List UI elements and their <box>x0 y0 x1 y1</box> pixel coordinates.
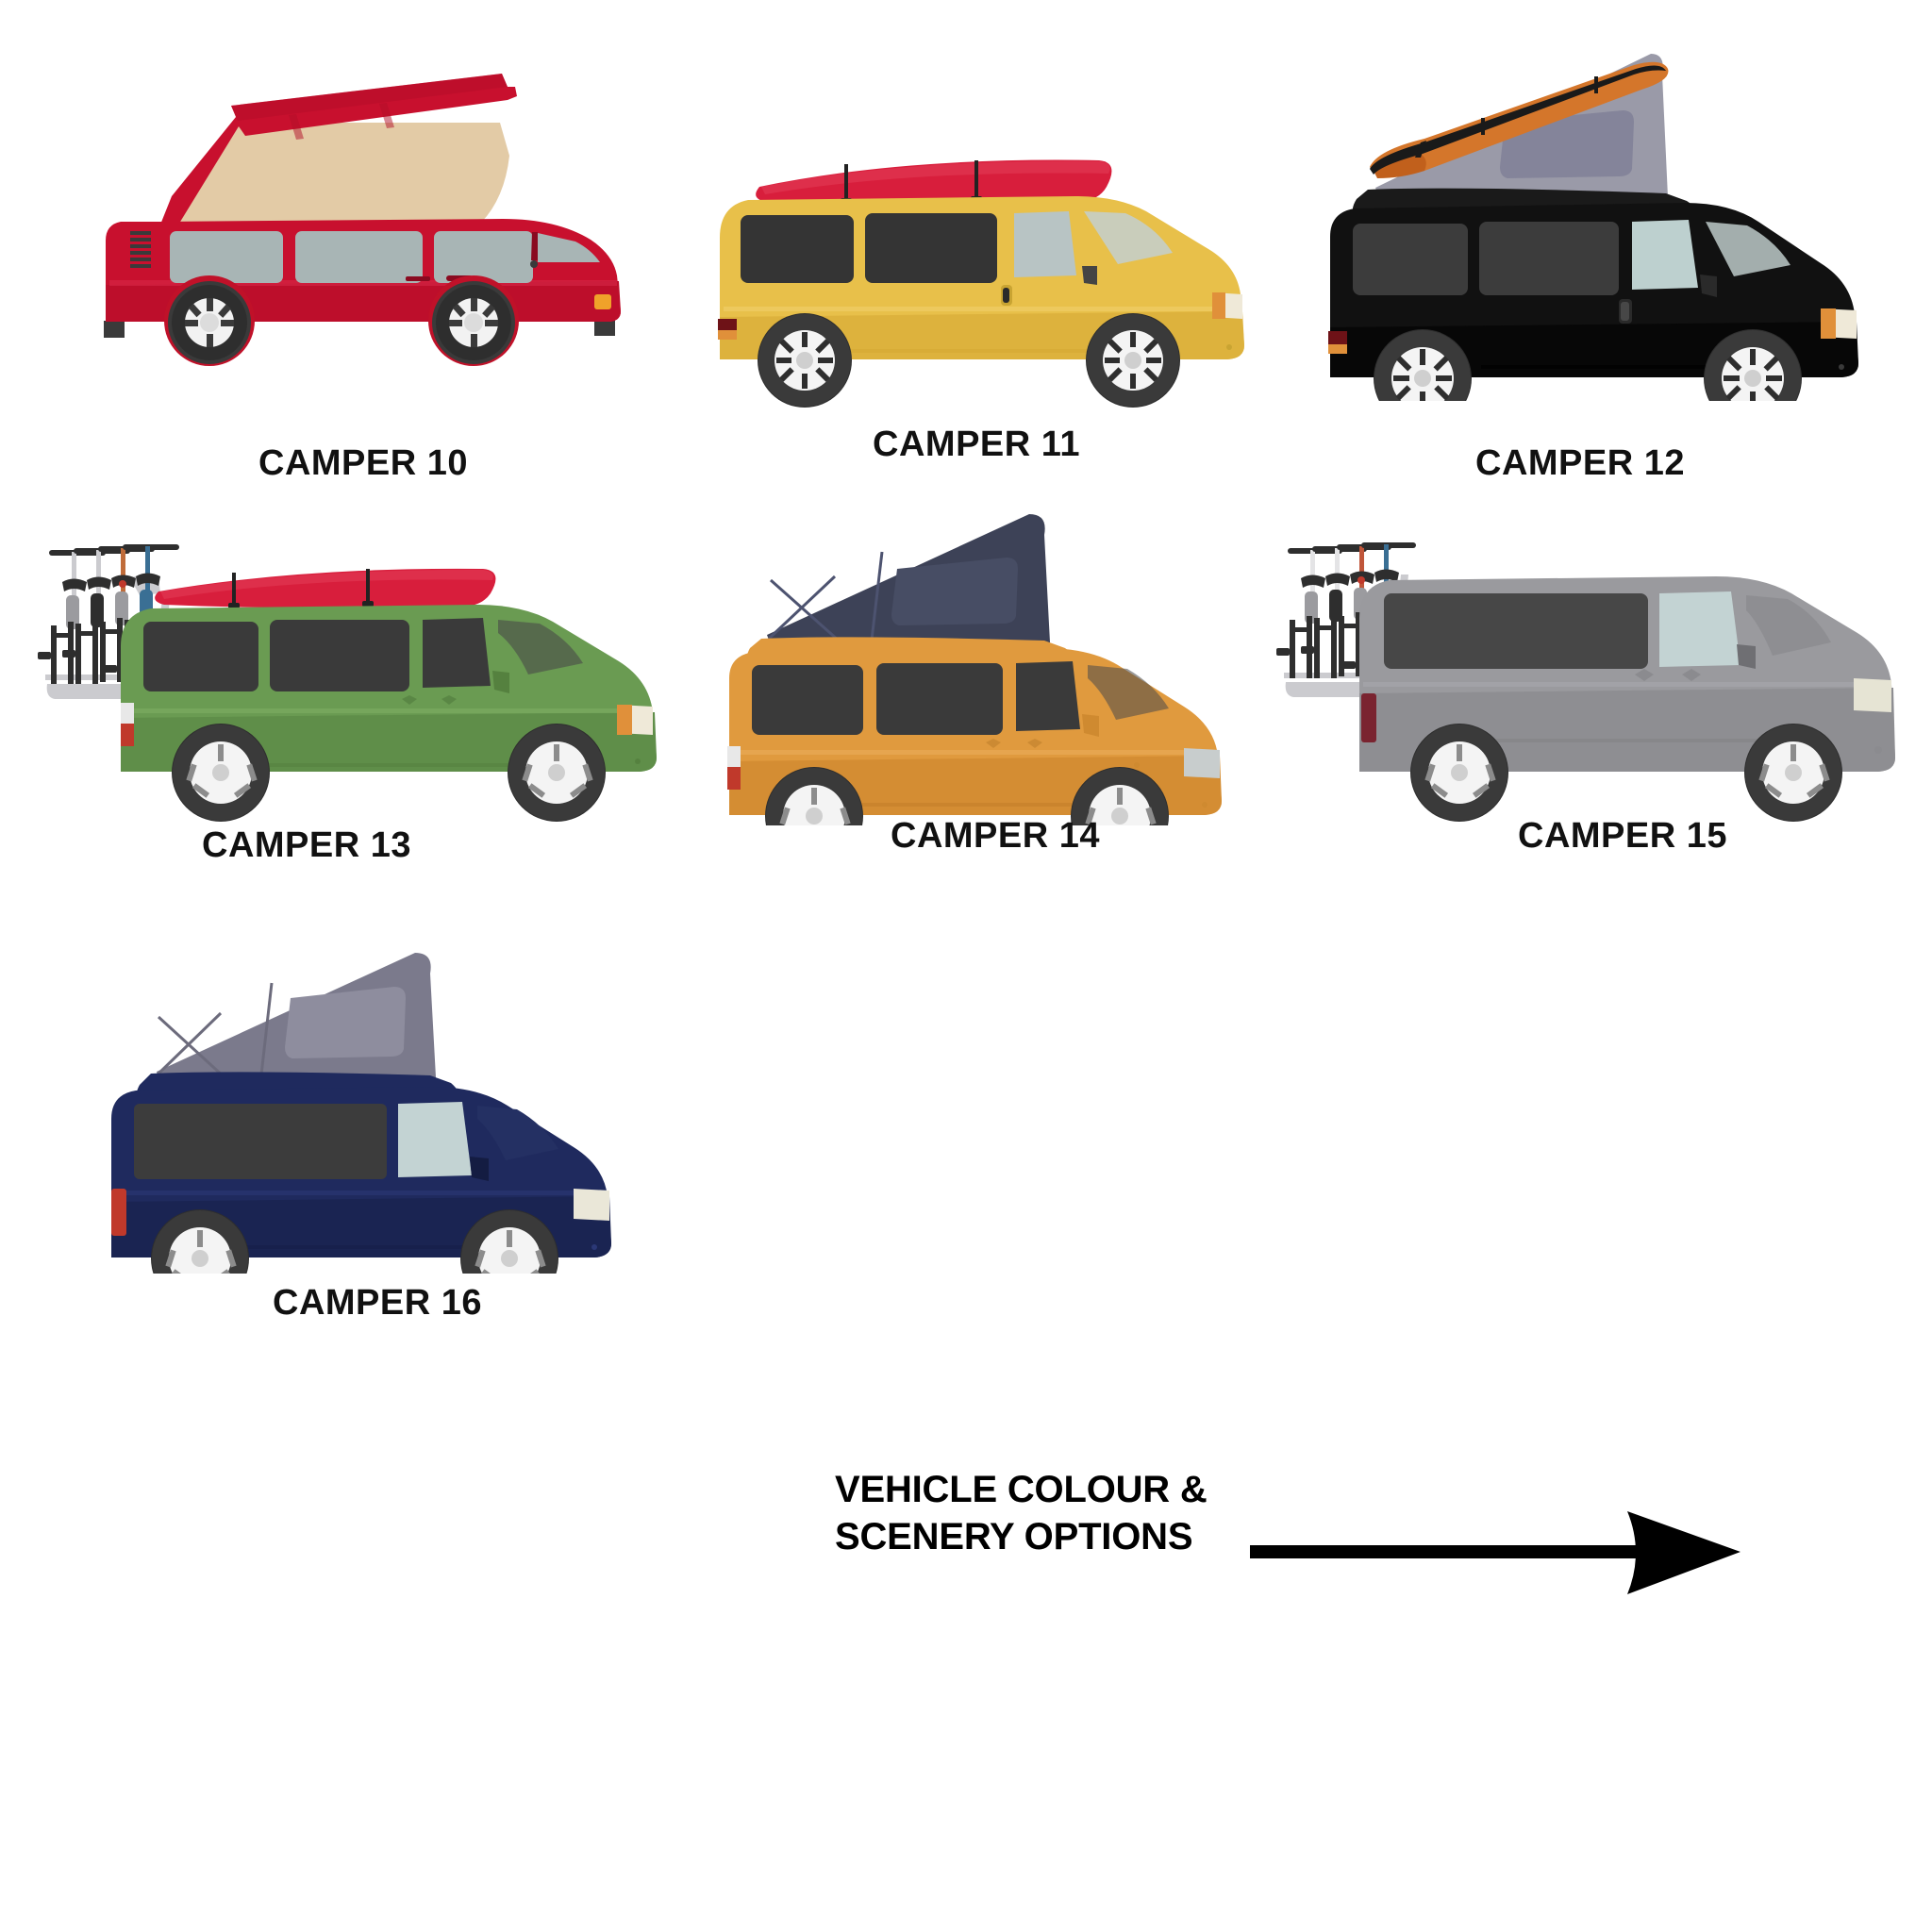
camper-card-12[interactable]: CAMPER 12 <box>1311 52 1877 483</box>
camper-15-illustration <box>1276 542 1895 822</box>
roof-kayak-accessory <box>155 568 496 608</box>
wheel-front <box>1086 313 1180 408</box>
bike-2 <box>62 548 130 684</box>
camper-11-illustration <box>718 159 1244 408</box>
camper-card-10[interactable]: CAMPER 10 <box>66 38 651 483</box>
camper-13-label: CAMPER 13 <box>202 825 411 865</box>
wheel-rear <box>164 275 255 366</box>
camper-card-13[interactable]: CAMPER 13 <box>19 524 670 865</box>
camper-13-illustration <box>38 544 657 822</box>
camper-14-illustration <box>727 514 1222 825</box>
camper-16-label: CAMPER 16 <box>273 1283 482 1323</box>
camper-card-16[interactable]: CAMPER 16 <box>94 953 670 1323</box>
camper-card-14[interactable]: CAMPER 14 <box>712 514 1288 856</box>
wheel-front <box>1704 329 1802 401</box>
camper-10-label: CAMPER 10 <box>258 443 468 483</box>
camper-15-label: CAMPER 15 <box>1518 816 1727 856</box>
camper-14-label: CAMPER 14 <box>891 816 1100 856</box>
camper-16-illustration <box>111 953 611 1274</box>
roof-surfboard-accessory <box>1370 61 1669 178</box>
wheel-rear <box>151 1209 249 1274</box>
camper-11-label: CAMPER 11 <box>873 425 1080 464</box>
wheel-front <box>508 724 606 822</box>
wheel-front <box>1744 724 1842 822</box>
vehicle-options-note: VEHICLE COLOUR & SCENERY OPTIONS <box>835 1467 1231 1560</box>
wheel-front <box>428 275 519 366</box>
wheel-rear <box>765 767 863 825</box>
vehicle-options-note-line-2: SCENERY OPTIONS <box>835 1515 1193 1557</box>
camper-12-label: CAMPER 12 <box>1475 443 1685 483</box>
wheel-rear <box>1374 329 1472 401</box>
camper-12-illustration <box>1328 54 1858 401</box>
wheel-front <box>460 1209 558 1274</box>
wheel-rear <box>172 724 270 822</box>
wheel-rear <box>1410 724 1508 822</box>
wheel-rear <box>758 313 852 408</box>
right-arrow-icon <box>1250 1511 1740 1594</box>
camper-10-illustration <box>104 74 621 366</box>
vehicle-options-note-line-1: VEHICLE COLOUR & <box>835 1469 1208 1510</box>
camper-card-11[interactable]: CAMPER 11 <box>703 132 1259 464</box>
camper-card-15[interactable]: CAMPER 15 <box>1259 524 1910 856</box>
wheel-front <box>1071 767 1169 825</box>
